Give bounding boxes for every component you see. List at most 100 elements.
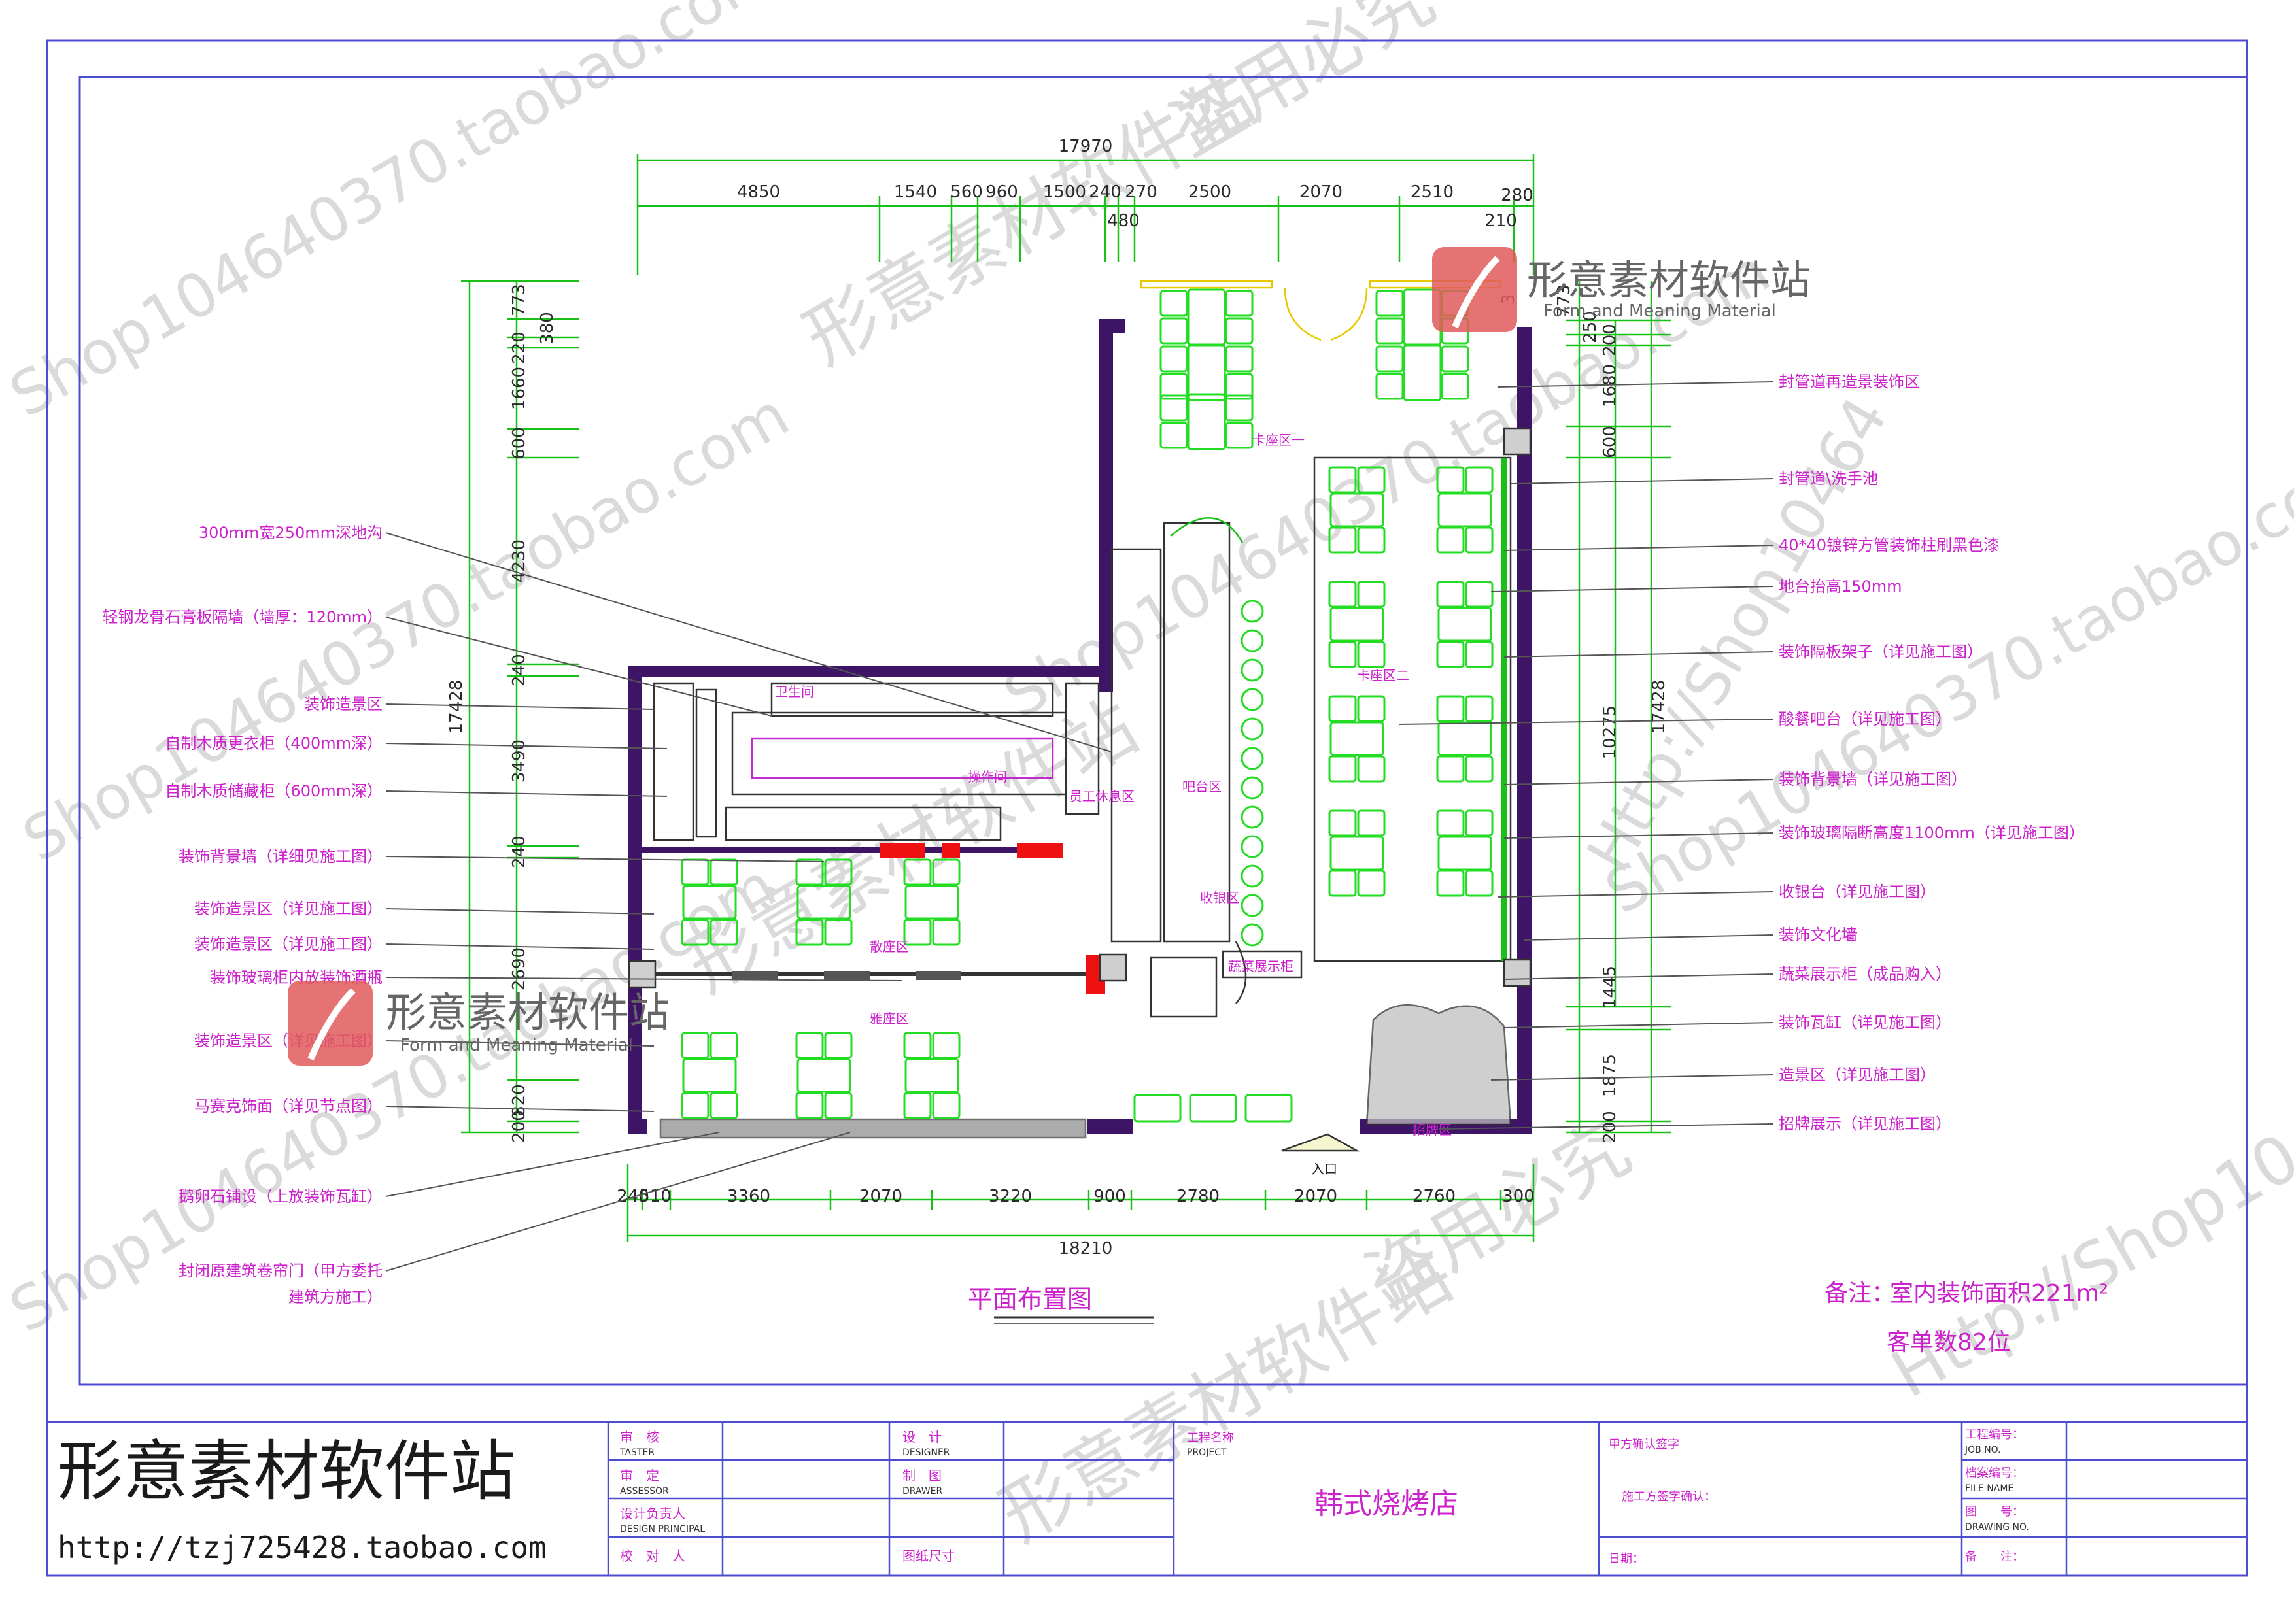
logo-top: 形意素材软件站 Form and Meaning Material bbox=[1432, 247, 1811, 332]
tb-right4-cn: 备 注： bbox=[1965, 1550, 2024, 1564]
chair-31-3 bbox=[904, 1093, 931, 1118]
tb-right3-en: DRAWING NO. bbox=[1965, 1522, 2029, 1532]
bar-stool-23 bbox=[1242, 866, 1263, 887]
dim-top-5: 1500 bbox=[1043, 182, 1086, 202]
chair-1-1 bbox=[1161, 291, 1187, 316]
tb-mid2-en: DRAWER bbox=[902, 1486, 942, 1497]
company-url: http://tzj725428.taobao.com bbox=[58, 1530, 547, 1565]
tb-mid3-cn: 图纸尺寸 bbox=[902, 1548, 955, 1564]
tb-project-name: 韩式烧烤店 bbox=[1314, 1487, 1458, 1521]
chair-11-2 bbox=[1466, 696, 1492, 721]
logo-mid-sub: Form and Meaning Material bbox=[400, 1036, 633, 1055]
left-label-8: 装饰造景区（详见施工图） bbox=[194, 935, 383, 953]
chair-2-3 bbox=[1226, 347, 1252, 371]
tb-right1-en: JOB NO. bbox=[1964, 1445, 2001, 1455]
bar-stool-22 bbox=[1242, 836, 1263, 857]
table-8 bbox=[1331, 608, 1383, 641]
right-label-3: 40*40镀锌方管装饰柱刷黑色漆 bbox=[1779, 536, 1999, 554]
tb-project-en: PROJECT bbox=[1187, 1447, 1227, 1458]
table-2 bbox=[1188, 345, 1225, 400]
tb-row1-cn: 审 核 bbox=[620, 1429, 659, 1445]
table-7 bbox=[1439, 494, 1491, 526]
room-kazuo1: 卡座区一 bbox=[1252, 432, 1305, 448]
dim-top-3: 560 bbox=[950, 182, 983, 202]
table-12 bbox=[1331, 837, 1383, 870]
dim-left-12: 200 bbox=[509, 1110, 529, 1143]
chair-11-1 bbox=[1437, 696, 1464, 721]
chair-30-2 bbox=[825, 1033, 851, 1058]
dim-top-11: 280 bbox=[1501, 186, 1533, 205]
chair-9-2 bbox=[1466, 582, 1492, 607]
left-label-14: 建筑方施工） bbox=[288, 1288, 383, 1306]
room-veg: 蔬菜展示柜 bbox=[1228, 958, 1293, 974]
bar-stool-17 bbox=[1242, 689, 1263, 710]
right-label-8: 装饰玻璃隔断高度1100mm（详见施工图） bbox=[1779, 824, 2085, 842]
chair-1-3 bbox=[1226, 291, 1252, 316]
bench-33 bbox=[1190, 1095, 1236, 1121]
table-11 bbox=[1439, 722, 1491, 755]
tb-confirm2: 施工方签字确认： bbox=[1622, 1490, 1716, 1504]
tb-mid2-cn: 制 图 bbox=[902, 1468, 942, 1483]
left-leader-7 bbox=[386, 909, 654, 914]
chair-12-3 bbox=[1329, 871, 1356, 896]
chair-10-3 bbox=[1329, 756, 1356, 781]
tb-row3-en: DESIGN PRINCIPAL bbox=[620, 1524, 705, 1534]
bar-stool-24 bbox=[1242, 895, 1263, 916]
bar-stool-19 bbox=[1242, 748, 1263, 769]
dim-left-7: 240 bbox=[509, 654, 529, 686]
chair-4-2 bbox=[1377, 318, 1403, 343]
chair-1-2 bbox=[1161, 318, 1187, 343]
watermark-http-1: Http://Shop10464 bbox=[1879, 1057, 2294, 1413]
bar-stool-20 bbox=[1242, 777, 1263, 798]
tb-right2-cn: 档案编号： bbox=[1965, 1466, 2024, 1480]
chair-31-4 bbox=[933, 1093, 959, 1118]
right-label-13: 造景区（详见施工图） bbox=[1779, 1066, 1936, 1084]
chair-9-1 bbox=[1437, 582, 1464, 607]
chair-11-3 bbox=[1437, 756, 1464, 781]
dim-left-1: 773 bbox=[509, 284, 529, 316]
left-label-12: 鹅卵石铺设（上放装饰瓦缸） bbox=[179, 1187, 383, 1206]
bar-stool-21 bbox=[1242, 807, 1263, 828]
dim-bottom-7: 2780 bbox=[1176, 1187, 1220, 1206]
right-label-11: 蔬菜展示柜（成品购入） bbox=[1779, 965, 1951, 983]
left-leader-6 bbox=[386, 856, 824, 862]
chair-10-2 bbox=[1358, 696, 1384, 721]
chair-29-4 bbox=[711, 1093, 737, 1118]
bar-stool-25 bbox=[1242, 924, 1263, 945]
dim-left-3: 220 bbox=[509, 331, 529, 364]
chair-5-4 bbox=[1442, 374, 1468, 399]
right-label-7: 装饰背景墙（详见施工图） bbox=[1779, 770, 1967, 788]
dim-right-4: 600 bbox=[1600, 426, 1620, 458]
dim-top-2: 1540 bbox=[894, 182, 937, 202]
note-label: 备注： bbox=[1824, 1280, 1895, 1307]
watermark-shop-1: Shop104640370.taobao.com bbox=[0, 0, 787, 431]
note-area: 室内装饰面积221m² bbox=[1890, 1280, 2108, 1307]
watermark-shop-3: Shop104640370.taobao.com bbox=[0, 851, 787, 1346]
chair-30-4 bbox=[825, 1093, 851, 1118]
dim-bottom-5: 3220 bbox=[989, 1187, 1032, 1206]
chair-7-3 bbox=[1437, 528, 1464, 552]
chair-31-1 bbox=[904, 1033, 931, 1058]
dim-top-480: 480 bbox=[1107, 211, 1140, 231]
left-label-2: 轻钢龙骨石膏板隔墙（墙厚：120mm） bbox=[102, 608, 383, 626]
room-kitchen: 操作间 bbox=[968, 769, 1007, 785]
dim-left-9: 240 bbox=[509, 836, 529, 868]
chair-13-4 bbox=[1466, 871, 1492, 896]
dim-right-total: 17428 bbox=[1649, 680, 1669, 734]
dim-right-2: 200 bbox=[1600, 324, 1620, 356]
table-13 bbox=[1439, 837, 1491, 870]
room-cashier: 收银区 bbox=[1200, 890, 1239, 905]
right-leader-12 bbox=[1504, 1023, 1773, 1028]
company-name: 形意素材软件站 bbox=[58, 1433, 515, 1510]
right-label-5: 装饰隔板架子（详见施工图） bbox=[1779, 643, 1983, 661]
dim-left-5: 600 bbox=[509, 427, 529, 460]
tb-row2-cn: 审 定 bbox=[620, 1468, 659, 1483]
dim-top-1: 4850 bbox=[737, 182, 780, 202]
chair-30-1 bbox=[796, 1033, 823, 1058]
right-leader-11 bbox=[1504, 974, 1773, 979]
dim-right-6: 1875 bbox=[1600, 1054, 1620, 1097]
dim-top-4: 960 bbox=[985, 182, 1018, 202]
right-label-6: 酸餐吧台（详见施工图） bbox=[1779, 710, 1951, 728]
chair-28-4 bbox=[933, 920, 959, 945]
